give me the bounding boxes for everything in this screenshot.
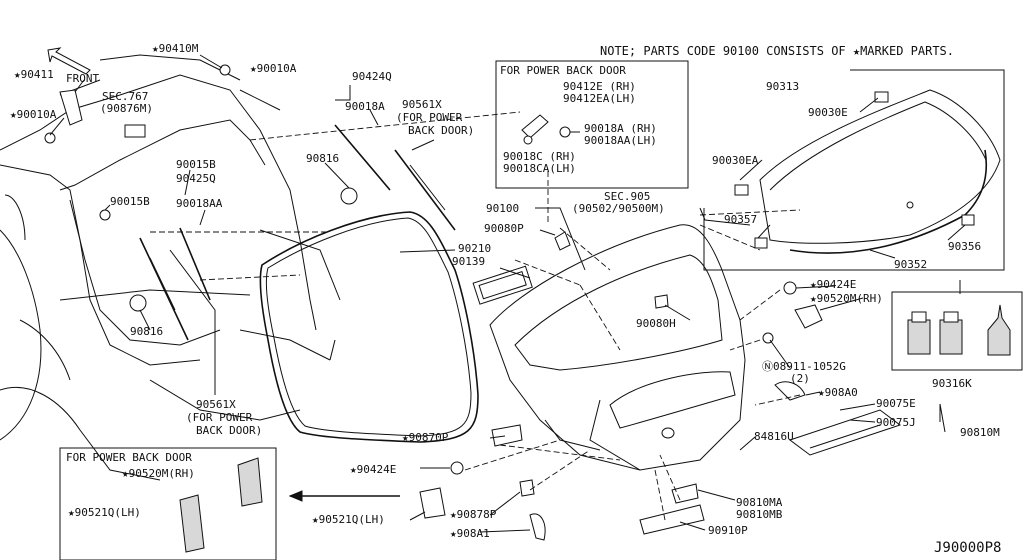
label-08911-1052g: Ⓝ08911-1052G — [762, 360, 846, 373]
label-908a1: ★908A1 — [450, 527, 490, 540]
inset-top-parts — [521, 114, 580, 145]
label-90352: 90352 — [894, 258, 927, 271]
back-door-illustration — [489, 224, 746, 471]
glass-callout-box — [703, 69, 1005, 271]
label-qty-2: (2) — [790, 372, 810, 385]
label-90080p: 90080P — [484, 222, 524, 235]
diagram-code: J90000P8 — [934, 540, 1001, 556]
label-back-door-left: BACK DOOR) — [196, 424, 262, 437]
label-90424q: 90424Q — [352, 70, 392, 83]
label-90210: 90210 — [458, 242, 491, 255]
label-90018aa-left: 90018AA — [176, 197, 223, 210]
label-sec767: SEC.767 — [102, 90, 148, 103]
label-84816u: 84816U — [754, 430, 794, 443]
label-90410m: ★90410M — [152, 42, 199, 55]
label-90015b-upper: 90015B — [176, 158, 216, 171]
label-90030ea: 90030EA — [712, 154, 759, 167]
label-90018a-inset: 90018A (RH) — [584, 122, 657, 135]
gas-strut-right — [334, 124, 456, 231]
label-front: FRONT — [66, 72, 99, 85]
back-window-glass-90313 — [759, 89, 1001, 254]
label-90816-left: 90816 — [130, 325, 163, 338]
label-90018aa-inset: 90018AA(LH) — [584, 134, 657, 147]
weatherstrip-90210 — [259, 211, 479, 443]
label-90424e-right: ★90424E — [810, 278, 856, 291]
label-90810m: 90810M — [960, 426, 1000, 439]
label-90878p: ★90878P — [450, 508, 497, 521]
label-back-door-right: BACK DOOR) — [408, 124, 474, 137]
label-90520m-right: ★90520M(RH) — [810, 292, 883, 305]
label-90313: 90313 — [766, 80, 799, 93]
front-arrow-icon — [47, 47, 91, 75]
label-90876m: (90876M) — [100, 102, 153, 115]
label-box-power-back-door: FOR POWER BACK DOOR — [500, 64, 626, 77]
label-90411: ★90411 — [14, 68, 54, 81]
leader-lines — [150, 111, 801, 521]
kit-bottles — [907, 304, 1011, 356]
label-90561x-right: 90561X — [402, 98, 442, 111]
label-90412e: 90412E (RH) — [563, 80, 636, 93]
label-90870p: ★90870P — [402, 431, 449, 444]
label-90810ma: 90810MA — [736, 496, 783, 509]
label-90816-center: 90816 — [306, 152, 339, 165]
note-text: NOTE; PARTS CODE 90100 CONSISTS OF ★MARK… — [600, 44, 954, 58]
label-90357: 90357 — [724, 213, 757, 226]
inset-box-90316k — [891, 291, 1023, 371]
gas-strut-left — [139, 227, 211, 341]
label-90502-90500m: (90502/90500M) — [572, 202, 665, 215]
label-90100: 90100 — [486, 202, 519, 215]
label-90520m-inset: ★90520M(RH) — [122, 467, 195, 480]
inset-box-power-back-door-bottom — [59, 447, 277, 560]
label-90010a-left: ★90010A — [10, 108, 57, 121]
part-labels: NOTE; PARTS CODE 90100 CONSISTS OF ★MARK… — [10, 42, 1001, 556]
label-90030e: 90030E — [808, 106, 848, 119]
label-90075j: 90075J — [876, 416, 916, 429]
label-90425q: 90425Q — [176, 172, 216, 185]
label-90075e: 90075E — [876, 397, 916, 410]
label-90561x-left: 90561X — [196, 398, 236, 411]
vehicle-body-illustration — [0, 54, 341, 481]
label-box-power-back-door-bottom: FOR POWER BACK DOOR — [66, 451, 192, 464]
inset-bottom-parts — [179, 457, 263, 553]
label-90139: 90139 — [452, 255, 485, 268]
label-90018c: 90018C (RH) — [503, 150, 576, 163]
label-90018ca: 90018CA(LH) — [503, 162, 576, 175]
label-for-power-left: (FOR POWER — [186, 411, 253, 424]
label-90521q-inset: ★90521Q(LH) — [68, 506, 141, 519]
label-90424e-left: ★90424E — [350, 463, 396, 476]
label-90080h: 90080H — [636, 317, 676, 330]
label-leaders — [49, 54, 966, 533]
direction-arrow-icon — [288, 490, 400, 502]
inset-box-power-back-door-top — [495, 60, 689, 189]
label-90356: 90356 — [948, 240, 981, 253]
label-90521q-center: ★90521Q(LH) — [312, 513, 385, 526]
small-parts — [44, 64, 975, 541]
label-90316k: 90316K — [932, 377, 972, 390]
label-for-power-right: (FOR POWER — [396, 111, 463, 124]
label-90810mb: 90810MB — [736, 508, 783, 521]
label-90412ea: 90412EA(LH) — [563, 92, 636, 105]
label-90010a-top: ★90010A — [250, 62, 297, 75]
label-90018a-upper: 90018A — [345, 100, 385, 113]
label-90910p: 90910P — [708, 524, 748, 537]
label-90015b-lower: 90015B — [110, 195, 150, 208]
label-908a0: ★908A0 — [818, 386, 858, 399]
label-sec905: SEC.905 — [604, 190, 650, 203]
